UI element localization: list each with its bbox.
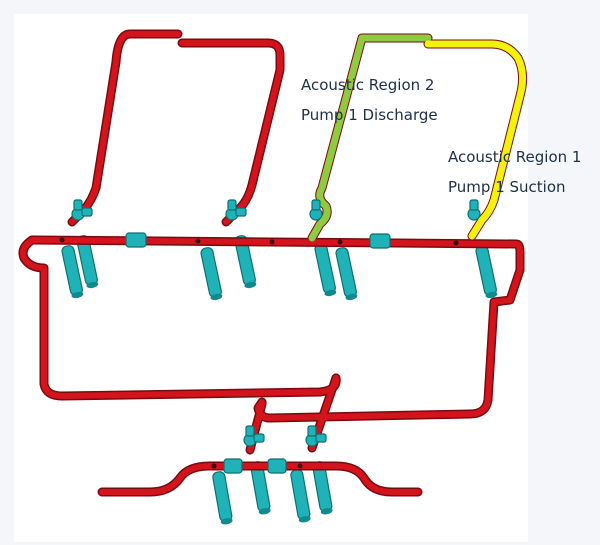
valve-cylinder xyxy=(334,246,359,302)
pump-fitting xyxy=(225,199,247,221)
valve-cylinder xyxy=(199,246,224,302)
acoustic-region-2-highlight xyxy=(308,34,432,242)
valve-cylinder xyxy=(313,242,338,298)
acoustic-region-1-highlight xyxy=(424,40,527,240)
acoustic-region-1-label: Acoustic Region 1 xyxy=(448,148,582,166)
pump-1-suction-label: Pump 1 Suction xyxy=(448,178,566,196)
pump-fitting xyxy=(309,199,323,221)
inline-valve xyxy=(267,458,287,474)
acoustic-region-2-label: Acoustic Region 2 xyxy=(301,76,435,94)
valve-cylinder xyxy=(289,468,312,524)
valve-cylinder xyxy=(474,244,499,300)
inline-valve xyxy=(125,232,147,248)
pump-1-discharge-label: Pump 1 Discharge xyxy=(301,106,438,124)
inline-valves xyxy=(125,232,391,474)
pipe-network xyxy=(20,31,526,495)
inline-valve xyxy=(223,458,243,474)
pipe-joints xyxy=(59,237,459,469)
pump-fitting xyxy=(71,199,93,221)
valve-cylinder xyxy=(211,470,234,526)
pump-fitting xyxy=(243,425,265,447)
pump-fitting xyxy=(467,199,481,221)
valve-cylinders xyxy=(60,234,499,526)
pump-fittings xyxy=(71,199,481,447)
pump-fitting xyxy=(305,425,327,447)
inline-valve xyxy=(369,233,391,249)
